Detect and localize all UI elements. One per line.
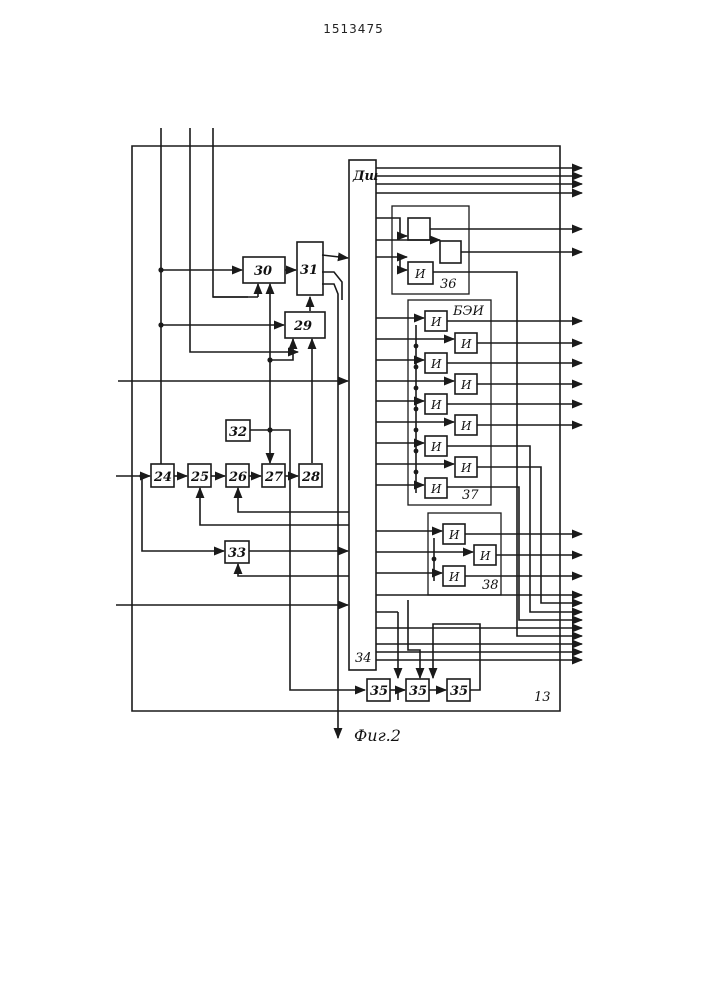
- input-wire-2: [190, 128, 298, 352]
- svg-text:35: 35: [450, 684, 468, 699]
- group-38-label: 38: [482, 578, 499, 593]
- group-36-gate-label: И: [414, 267, 426, 281]
- block-26-label: 26: [228, 470, 247, 485]
- group-36-label: 36: [440, 277, 457, 292]
- group-37-label: 37: [462, 488, 479, 503]
- group-36-cell-2: [440, 241, 461, 263]
- svg-text:И: И: [460, 378, 472, 392]
- group-37-frame: [408, 300, 491, 505]
- block-24-label: 24: [153, 470, 172, 485]
- figure-caption: Фиг.2: [354, 726, 401, 745]
- svg-text:И: И: [430, 440, 442, 454]
- decoder-label-top: Дш: [352, 169, 379, 184]
- block-30-label: 30: [254, 264, 272, 279]
- svg-text:И: И: [430, 398, 442, 412]
- svg-text:35: 35: [370, 684, 388, 699]
- svg-text:И: И: [460, 337, 472, 351]
- svg-text:И: И: [448, 528, 460, 542]
- block-28-label: 28: [301, 470, 320, 485]
- svg-text:И: И: [430, 482, 442, 496]
- svg-text:И: И: [479, 549, 491, 563]
- svg-text:И: И: [448, 570, 460, 584]
- block-27-label: 27: [264, 470, 283, 485]
- block-32-label: 32: [229, 425, 247, 440]
- svg-text:И: И: [460, 419, 472, 433]
- decoder-label-bottom: 34: [355, 651, 372, 666]
- svg-text:И: И: [460, 461, 472, 475]
- group-37-title: БЭИ: [452, 304, 485, 319]
- block-31-label: 31: [300, 263, 318, 278]
- unit-frame: [132, 146, 560, 711]
- block-29-label: 29: [293, 319, 312, 334]
- unit-label: 13: [534, 690, 551, 705]
- block-25-label: 25: [190, 470, 209, 485]
- svg-text:И: И: [430, 315, 442, 329]
- svg-text:И: И: [430, 357, 442, 371]
- svg-text:35: 35: [409, 684, 427, 699]
- decoder-block: [349, 160, 376, 670]
- group-36-cell-1: [408, 218, 430, 240]
- block-33-label: 33: [228, 546, 246, 561]
